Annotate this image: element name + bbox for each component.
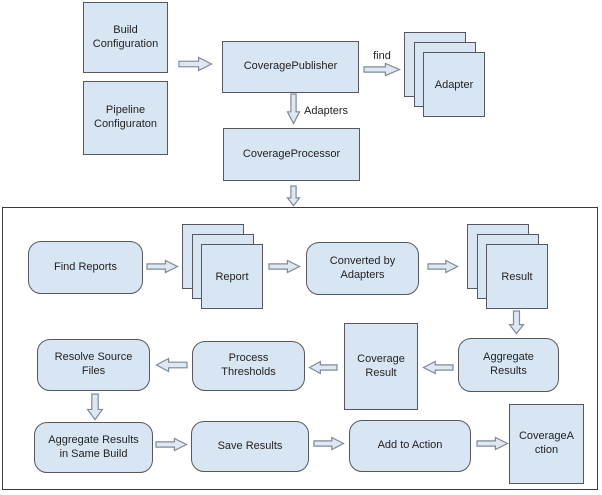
arrow-same-build-to-save xyxy=(156,438,187,451)
node-resolve-source-files: Resolve Source Files xyxy=(37,339,150,391)
node-coverage-result: Coverage Result xyxy=(344,323,418,410)
arrow-converted-to-result xyxy=(428,260,458,273)
node-coverage-processor: CoverageProcessor xyxy=(223,128,360,181)
node-report-stack: Report xyxy=(182,224,263,309)
arrow-find-reports-to-report xyxy=(147,260,178,273)
node-converted-by-adapters: Converted by Adapters xyxy=(306,242,419,295)
stacked-page-front: Adapter xyxy=(423,52,485,117)
arrow-aggregate-to-coverage-result xyxy=(423,361,453,374)
node-aggregate-results-same-build: Aggregate Results in Same Build xyxy=(34,422,153,473)
arrow-report-to-converted xyxy=(269,260,300,273)
arrow-publisher-to-adapter xyxy=(364,63,400,76)
arrow-build-config-to-publisher xyxy=(179,57,212,71)
node-process-thresholds: Process Thresholds xyxy=(192,341,305,391)
arrow-add-action-to-coverage-action xyxy=(477,437,508,450)
node-add-to-action: Add to Action xyxy=(349,420,471,472)
edge-label-adapters: Adapters xyxy=(304,105,349,117)
node-find-reports: Find Reports xyxy=(28,241,143,294)
arrow-processor-to-container xyxy=(287,186,300,206)
node-aggregate-results: Aggregate Results xyxy=(458,338,559,392)
node-build-configuration: Build Configuration xyxy=(83,2,168,73)
stacked-page-front: Report xyxy=(201,244,263,309)
arrow-coverage-result-to-thresholds xyxy=(309,361,337,374)
arrow-thresholds-to-resolve xyxy=(156,358,187,372)
node-result-stack: Result xyxy=(467,224,548,309)
arrow-resolve-to-aggregate-same-build xyxy=(87,394,103,420)
arrow-save-to-add-action xyxy=(314,437,344,450)
node-pipeline-configuration: Pipeline Configuraton xyxy=(83,81,168,155)
node-coverage-publisher: CoveragePublisher xyxy=(222,41,359,93)
node-adapter-stack: Adapter xyxy=(404,32,485,117)
process-container-box xyxy=(2,207,598,490)
node-save-results: Save Results xyxy=(191,421,309,472)
arrow-result-to-aggregate xyxy=(509,311,524,334)
edge-label-find: find xyxy=(373,50,391,62)
arrow-publisher-to-processor xyxy=(287,94,300,124)
node-coverage-action: CoverageA ction xyxy=(509,404,584,484)
stacked-page-front: Result xyxy=(486,244,548,309)
